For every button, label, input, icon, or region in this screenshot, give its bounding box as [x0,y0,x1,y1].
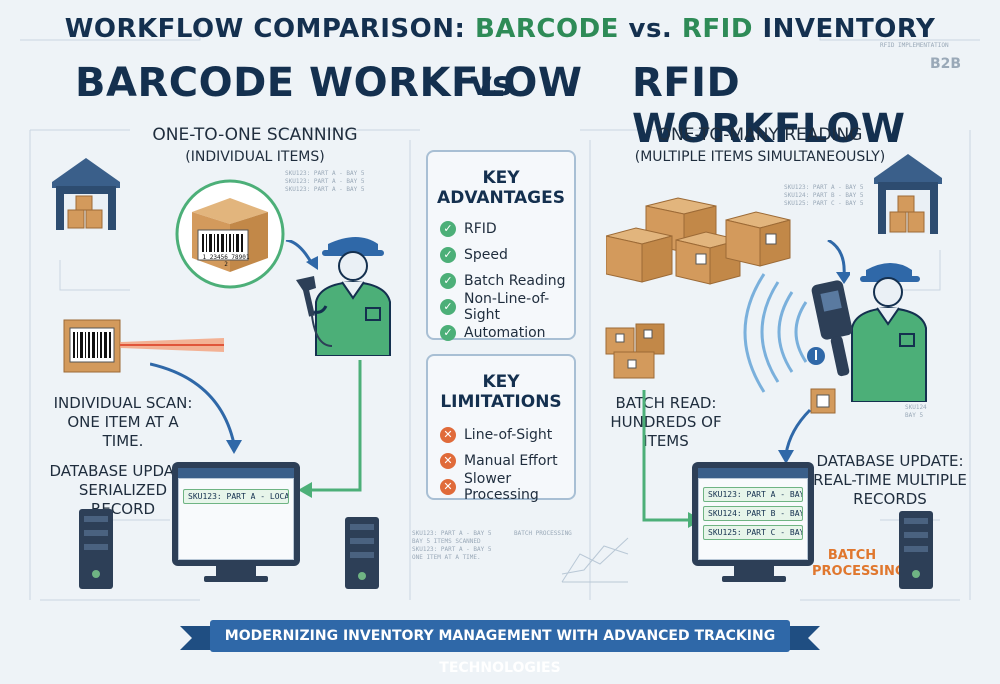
advantages-panel: KEY ADVANTAGES ✓RFID ✓Speed ✓Batch Readi… [426,150,576,341]
window-titlebar [178,468,294,478]
cross-icon: ✕ [440,479,456,495]
background-lines [20,20,980,601]
worker-scanner-icon [296,237,391,356]
barcode-note-top: SKU123: PART A - BAY 5 SKU123: PART A - … [285,170,365,193]
rfid-monitor: SKU123: PART A - BAY 5 SKU124: PART B - … [692,462,814,566]
limitations-title: KEY LIMITATIONS [440,372,562,412]
tagged-boxes-icon [605,323,665,379]
page-title: WORKFLOW COMPARISON: BARCODE vs. RFID IN… [64,14,936,44]
rfid-workflow-heading: RFID WORKFLOW [632,60,906,152]
barcode-scan-label: INDIVIDUAL SCAN: ONE ITEM AT A TIME. [53,394,193,450]
advantage-item: ✓RFID [440,216,574,242]
advantages-title: KEY ADVANTAGES [437,168,565,208]
corner-note: RFID IMPLEMENTATION [880,42,949,49]
trend-lines-icon [561,537,629,583]
rfid-reader-worker-icon [743,263,927,402]
barcode-digits: 1 23456 78901 2 [202,254,250,268]
check-icon: ✓ [440,273,456,289]
window-titlebar [698,468,808,478]
advantage-item: ✓Automation [440,320,574,346]
server-icon [79,509,113,589]
check-icon: ✓ [440,299,456,315]
limitation-item: ✕Line-of-Sight [440,422,574,448]
monitor-base [204,576,268,582]
check-icon: ✓ [440,221,456,237]
rfid-record: SKU124: PART B - BAY 5 [703,506,803,521]
rfid-screen: SKU123: PART A - BAY 5 SKU124: PART B - … [698,478,808,560]
check-icon: ✓ [440,247,456,263]
monitor-stand [216,566,256,576]
rfid-note-top: SKU123: PART A - BAY 5 SKU124: PART B - … [784,184,864,207]
cross-icon: ✕ [440,453,456,469]
server-icon [345,517,379,589]
rfid-note-side: SKU124 BAY 5 [905,404,927,419]
barcode-screen: SKU123: PART A - LOCATION BAY 5 [178,478,294,560]
rfid-mode-title: ONE-TO-MANY READING [657,125,863,145]
warehouse-icon [52,158,120,230]
server-icon [899,511,933,589]
barcode-note-bottom: SKU123: PART A - BAY 5 BAY 5 ITEMS SCANN… [412,530,492,561]
barcode-label-icon [63,319,224,373]
batch-processing-label: BATCH PROCESSING [812,548,906,579]
warehouse-icon [874,154,942,234]
barcode-box-icon [175,179,285,289]
advantage-item: ✓Speed [440,242,574,268]
barcode-workflow-heading: BARCODE WORKFLOW [75,60,583,106]
rfid-boxes-icon [606,197,791,285]
check-icon: ✓ [440,325,456,341]
rfid-record: SKU123: PART A - BAY 5 [703,487,803,502]
rfid-db-label: DATABASE UPDATE: REAL-TIME MULTIPLE RECO… [813,452,967,508]
advantage-item: ✓Batch Reading [440,268,574,294]
corner-badge: B2B [930,56,962,72]
advantage-item: ✓Non-Line-of-Sight [440,291,574,323]
banner-ribbon-ends [180,626,820,650]
monitor-stand [734,566,774,576]
rfid-record: SKU125: PART C - BAY 5 [703,525,803,540]
barcode-mode: ONE-TO-ONE SCANNING (INDIVIDUAL ITEMS) [130,124,380,168]
vs-label: vs [470,64,513,104]
rfid-mode-sub: (MULTIPLE ITEMS SIMULTANEOUSLY) [634,149,886,165]
cross-icon: ✕ [440,427,456,443]
rfid-batch-label: BATCH READ: HUNDREDS OF ITEMS [610,394,722,450]
rfid-tag-icon [810,388,836,414]
footer-banner: MODERNIZING INVENTORY MANAGEMENT WITH AD… [210,620,790,676]
rfid-mode: ONE-TO-MANY READING (MULTIPLE ITEMS SIMU… [620,124,900,168]
barcode-record: SKU123: PART A - LOCATION BAY 5 [183,489,289,504]
barcode-flow-arrows [150,240,362,498]
rfid-flow-arrows [642,240,850,528]
barcode-mode-sub: (INDIVIDUAL ITEMS) [185,149,325,165]
limitation-item: ✕Slower Processing [440,471,574,503]
limitation-item: ✕Manual Effort [440,448,574,474]
barcode-monitor: SKU123: PART A - LOCATION BAY 5 [172,462,300,566]
limitations-panel: KEY LIMITATIONS ✕Line-of-Sight ✕Manual E… [426,354,576,503]
rfid-note-mid: BATCH PROCESSING [514,530,572,537]
monitor-base [722,576,786,582]
barcode-mode-title: ONE-TO-ONE SCANNING [152,125,358,145]
